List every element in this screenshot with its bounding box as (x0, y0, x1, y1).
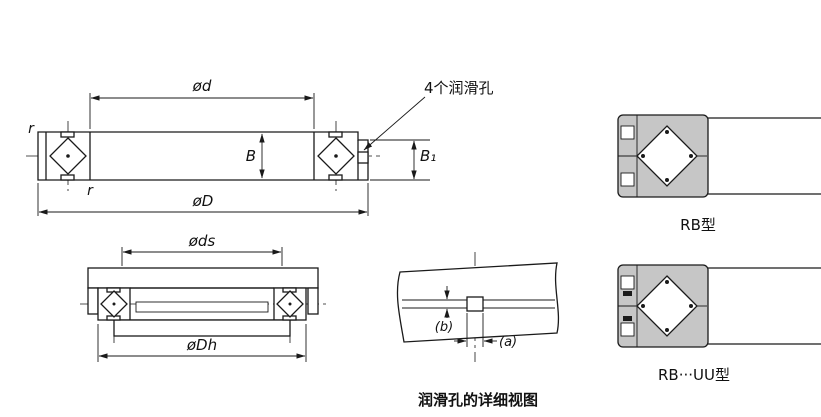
roller-center-dot (112, 302, 116, 306)
cage-notch (328, 174, 343, 181)
roller-corner-dot (689, 154, 693, 158)
seal-mark (623, 316, 632, 321)
roller-corner-dot (641, 304, 645, 308)
dim-outer-diameter: øD (37, 183, 369, 216)
crossed-roller (636, 125, 698, 187)
top-flange (87, 267, 319, 289)
roller-center-dot (334, 154, 338, 158)
dim-B-label: B (246, 147, 256, 165)
detail-view-caption: 润滑孔的详细视图 (418, 391, 538, 409)
dim-shaft-seat-diameter: øds (121, 232, 283, 266)
roller-corner-dot (665, 178, 669, 182)
dim-D-label: øD (192, 192, 214, 210)
roller-corner-dot (665, 328, 669, 332)
roller-center-dot (66, 154, 70, 158)
leader-line (363, 96, 426, 151)
lube-holes-label: 4个润滑孔 (424, 79, 494, 97)
outer-wall-left (87, 287, 99, 315)
dim-b: (b) (435, 286, 453, 335)
retainer-groove (620, 125, 635, 140)
dim-a-label: (a) (499, 335, 517, 350)
seal-mark (623, 291, 632, 296)
dim-B1-label: B₁ (420, 147, 436, 165)
dim-a: (a) (454, 313, 517, 350)
bearing-outline (37, 131, 369, 181)
rbuu-type-label: RB···UU型 (658, 366, 730, 384)
lubrication-hole (357, 151, 369, 164)
roller-corner-dot (665, 130, 669, 134)
dim-Dh-label: øDh (186, 336, 217, 354)
radius-label-bottom: r (87, 183, 94, 199)
mounting-section-view (80, 267, 326, 345)
rb-type-view: RB型 (617, 114, 821, 234)
dim-bore-diameter: ød (89, 77, 315, 129)
outer-wall-right (307, 287, 319, 315)
cage-notch (328, 131, 343, 138)
dim-bore-label: ød (192, 77, 212, 95)
dim-housing-seat-diameter: øDh (97, 324, 307, 362)
main-section-view (26, 121, 380, 191)
spigot-recess (135, 301, 269, 313)
retainer-groove (620, 322, 635, 337)
dim-width-B1: B₁ (370, 139, 436, 181)
roller-center-dot (288, 302, 292, 306)
cage-notch (60, 131, 75, 138)
retainer-groove (620, 275, 635, 290)
cage-notch (60, 174, 75, 181)
retainer-groove (620, 172, 635, 187)
lubrication-hole (466, 296, 484, 312)
lube-hole-detail-view: (b) (a) 润滑孔的详细视图 (396, 252, 560, 409)
roller-corner-dot (665, 280, 669, 284)
dim-ds-label: øds (188, 232, 216, 250)
roller-corner-dot (689, 304, 693, 308)
radius-label-top: r (28, 121, 35, 137)
lube-holes-callout: 4个润滑孔 (363, 79, 494, 151)
bottom-plate (113, 319, 291, 337)
dim-b-label: (b) (435, 320, 453, 335)
dim-width-B: B (246, 133, 265, 179)
crossed-roller (636, 275, 698, 337)
rb-type-label: RB型 (680, 216, 716, 234)
roller-corner-dot (641, 154, 645, 158)
rbuu-type-view: RB···UU型 (617, 264, 821, 384)
